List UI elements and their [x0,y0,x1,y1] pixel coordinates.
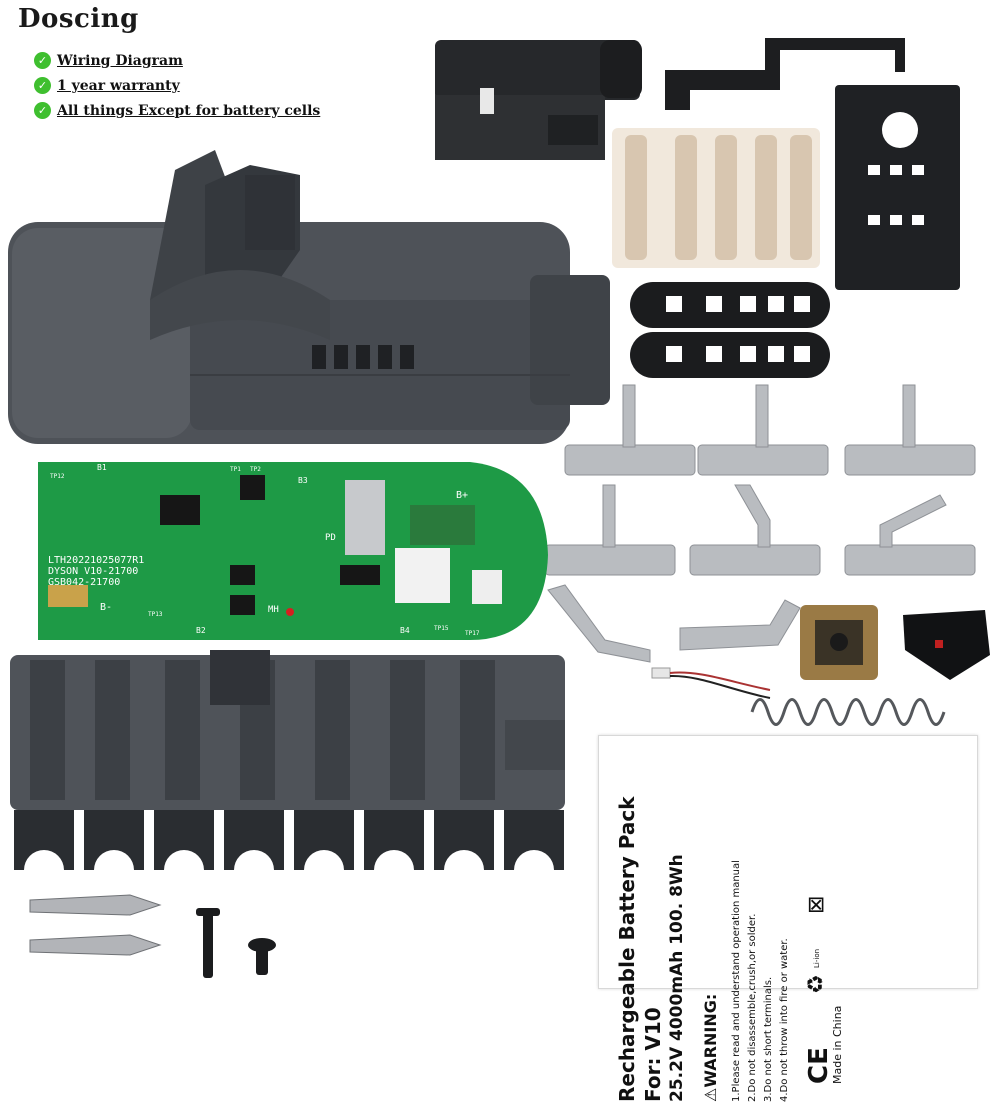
check-icon: ✓ [34,52,51,69]
pcb-label: MH [268,605,279,615]
label-warning-title: ⚠WARNING: [701,993,720,1102]
check-icon: ✓ [34,77,51,94]
nickel-tabs [544,384,976,663]
coil-spring [750,698,946,726]
pcb-silkscreen-line2: DYSON V10-21700 [48,566,138,577]
pcb-label: TP17 [465,630,480,637]
pcb-label: TP2 [250,466,261,473]
black-cell-frame [835,85,960,290]
wire-connector [651,667,771,699]
label-warning-line: 3.Do not short terminals. [763,976,774,1102]
label-warning-line: 1.Please read and understand operation m… [731,860,742,1102]
feature-item-wiring: ✓ Wiring Diagram [34,52,183,69]
check-icon: ✓ [34,102,51,119]
gasket-strip [630,282,830,378]
connector-bracket [435,40,642,160]
brand-title: Doscing [18,4,139,34]
clear-insulator [612,128,820,268]
pcb-label: B+ [456,490,468,501]
feature-text: 1 year warranty [57,77,180,94]
pcb-silkscreen-line3: GSB042-21700 [48,577,120,588]
label-title: Rechargeable Battery Pack [615,796,639,1102]
pcb-label: PD [325,533,336,543]
label-model: For: V10 [641,1007,665,1102]
recycle-icon: ♻ [804,974,829,994]
pcb-label: TP1 [230,466,241,473]
screw-short [248,938,276,975]
warning-icon: ⚠ [701,1087,720,1102]
made-in-text: Made in China [831,1005,844,1084]
pcb-label: B2 [196,626,206,635]
label-warning-line: 2.Do not disassemble,crush,or solder. [747,913,758,1102]
parts-illustration: LTH20221025077R1 DYSON V10-21700 GSB042-… [8,38,990,978]
liion-text: Li-ion [813,948,821,968]
feature-item-contents: ✓ All things Except for battery cells [34,102,320,119]
pcb-label: B- [100,602,112,613]
label-warning-line: 4.Do not throw into fire or water. [779,938,790,1102]
pcb-board: LTH20221025077R1 DYSON V10-21700 GSB042-… [38,462,548,640]
label-spec: 25.2V 4000mAh 100. 8Wh [667,854,687,1102]
pcb-silkscreen-line1: LTH20221025077R1 [48,555,144,566]
screw-long [196,908,220,978]
cell-holder [10,650,565,870]
pcb-label: TP15 [434,625,449,632]
ce-mark: CE [804,1047,834,1084]
pcb-label: TP13 [148,611,163,618]
dc-jack [800,605,878,680]
feature-text: All things Except for battery cells [57,102,321,119]
latch-hook [665,38,905,110]
battery-housing [8,150,610,444]
feature-item-warranty: ✓ 1 year warranty [34,77,180,94]
pcb-label: TP12 [50,473,65,480]
crimp-terminals [29,894,162,956]
wheelie-bin-icon: ⊠ [804,895,829,914]
pcb-label: B1 [97,463,107,472]
product-label: Rechargeable Battery Pack For: V10 25.2V… [598,735,978,1102]
feature-text: Wiring Diagram [57,52,183,69]
pcb-label: B3 [298,476,308,485]
micro-switch [903,610,990,680]
pcb-label: B4 [400,626,410,635]
